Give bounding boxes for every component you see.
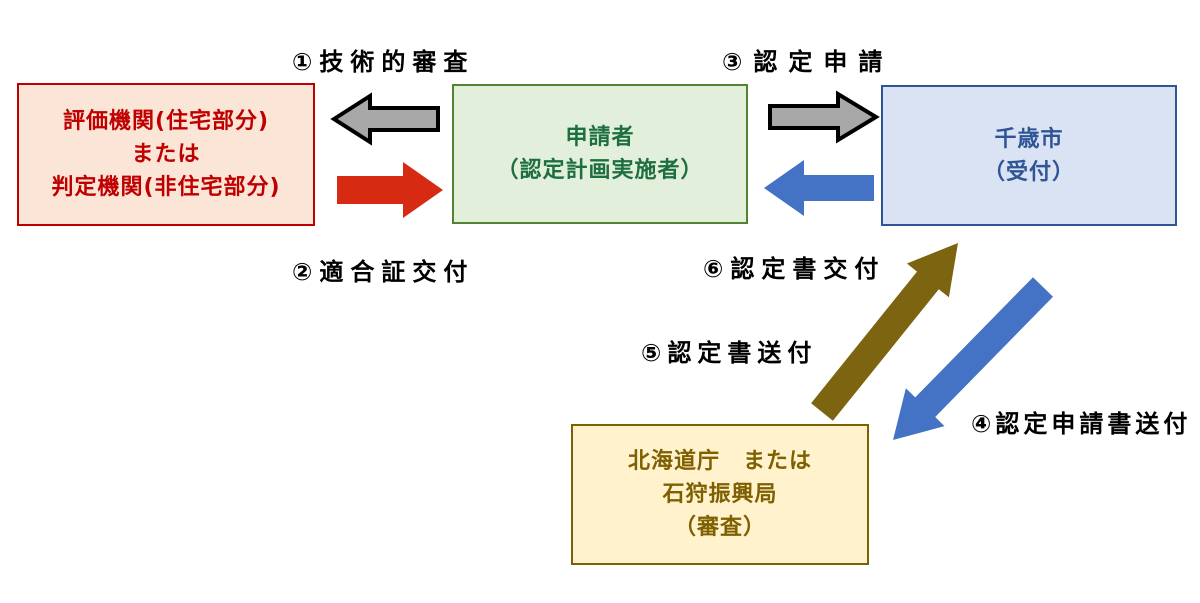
arrow-step5-up-right-icon [811,243,958,421]
label-step4-application-form-sending: ④認定申請書送付 [971,410,1192,438]
arrow-step6-left-icon [764,160,874,216]
box-prefecture-line1: 北海道庁 または [627,449,812,474]
box-evaluator-line3: 判定機関(非住宅部分) [51,175,281,200]
arrow-step3-right-icon [768,90,880,144]
arrow-step1-shape [330,92,440,146]
label-step3-certification-application: ③認定申請 [722,48,894,76]
box-evaluator-line1: 評価機関(住宅部分) [62,109,270,134]
label-step6-certificate-issue: ⑥認定書交付 [703,255,886,283]
arrow-step4-down-left-icon [893,277,1053,440]
arrow-step6-shape [764,160,874,216]
arrow-step3-shape [768,90,880,144]
arrow-step2-right-icon [337,162,443,218]
box-hokkaido-government: 北海道庁 または 石狩振興局 （審査） [571,424,869,565]
arrow-step1-left-icon [330,92,440,146]
arrow-step5-shape [811,243,958,421]
box-evaluator-line2: または [131,142,201,167]
box-applicant-line1: 申請者 [565,125,635,150]
box-applicant-line2: （認定計画実施者） [496,158,704,183]
box-prefecture-line3: （審査） [673,515,766,540]
box-applicant: 申請者 （認定計画実施者） [452,84,748,224]
box-chitose-city: 千歳市 （受付） [881,85,1177,226]
label-step2-conformity-certificate-issue: ②適合証交付 [292,258,475,286]
box-evaluation-judgment-organization: 評価機関(住宅部分) または 判定機関(非住宅部分) [17,83,315,226]
label-step5-certificate-sending: ⑤認定書送付 [641,339,818,367]
box-city-line1: 千歳市 [994,126,1064,152]
arrow-step2-shape [337,162,443,218]
arrow-step4-shape [893,277,1053,440]
label-step1-technical-review: ①技術的審査 [292,48,475,76]
box-prefecture-line2: 石狩振興局 [662,482,778,507]
box-city-line2: （受付） [982,159,1075,185]
